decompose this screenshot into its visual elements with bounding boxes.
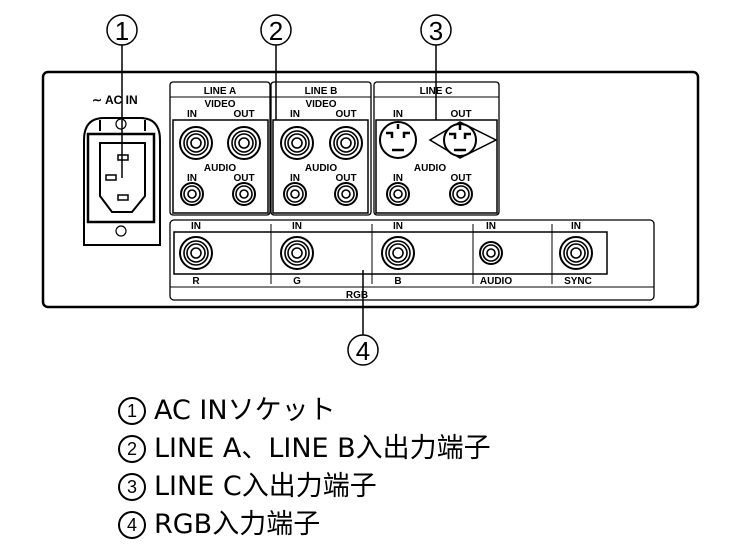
svideo-out-connector-icon (428, 121, 498, 159)
legend-marker: 1 (118, 397, 146, 425)
line-a-video-in-label: IN (187, 109, 197, 120)
svideo-in-connector-icon (379, 121, 417, 159)
line-b-title: LINE B (305, 86, 338, 97)
legend-item-2: 2 LINE A、LINE B入出力端子 (118, 430, 491, 468)
bnc-video-jack-icon (179, 126, 213, 160)
legend-text: LINE A、LINE B入出力端子 (154, 433, 491, 464)
line-c-audio-label: AUDIO (414, 163, 446, 174)
bnc-rgb-jack-icon (381, 236, 415, 270)
rgb-audio-in-label: IN (486, 221, 496, 232)
line-a-video-label: VIDEO (204, 99, 235, 110)
legend: 1 AC INソケット 2 LINE A、LINE B入出力端子 3 LINE C入出… (118, 392, 491, 544)
rgb-audio-label: AUDIO (480, 276, 512, 287)
line-a-audio-in-label: IN (187, 173, 197, 184)
rgb-title: RGB (346, 290, 368, 301)
bnc-rgb-jack-icon (280, 236, 314, 270)
line-b-group: LINE B VIDEO IN OUT AUDIO IN OUT (270, 81, 372, 216)
legend-text: LINE C入出力端子 (154, 471, 377, 502)
line-a-title: LINE A (204, 86, 236, 97)
rca-audio-jack-icon (334, 182, 358, 206)
bnc-rgb-jack-icon (179, 236, 213, 270)
rca-audio-jack-icon (180, 182, 204, 206)
rgb-g-label: G (293, 276, 301, 287)
rgb-sync-in-label: IN (571, 221, 581, 232)
legend-text: AC INソケット (154, 395, 336, 426)
rgb-b-label: B (394, 276, 401, 287)
bnc-video-jack-icon (329, 126, 363, 160)
line-b-video-label: VIDEO (305, 99, 336, 110)
rgb-g-in-label: IN (292, 221, 302, 232)
legend-item-1: 1 AC INソケット (118, 392, 491, 430)
line-a-group: LINE A VIDEO IN OUT AUDIO IN OUT (169, 81, 271, 216)
callout-4: 4 (347, 270, 379, 366)
rca-audio-jack-icon (283, 182, 307, 206)
line-a-video-out-label: OUT (233, 109, 254, 120)
legend-marker: 3 (118, 473, 146, 501)
legend-item-3: 3 LINE C入出力端子 (118, 468, 491, 506)
rca-audio-jack-icon (232, 182, 256, 206)
callout-1: 1 (106, 14, 138, 178)
rgb-r-in-label: IN (191, 221, 201, 232)
callout-3: 3 (420, 14, 452, 120)
line-a-audio-label: AUDIO (204, 163, 236, 174)
bnc-rgb-jack-icon (559, 236, 593, 270)
rca-rgb-audio-jack-icon (479, 241, 503, 265)
rgb-sync-label: SYNC (564, 276, 592, 287)
legend-item-4: 4 RGB入力端子 (118, 506, 491, 544)
callout-3-number: 3 (429, 16, 443, 46)
line-c-audio-out-label: OUT (450, 173, 471, 184)
line-b-audio-out-label: OUT (335, 173, 356, 184)
ac-inlet-icon (83, 117, 161, 246)
legend-marker: 2 (118, 435, 146, 463)
rca-audio-jack-icon (386, 182, 410, 206)
line-c-video-out-label: OUT (450, 109, 471, 120)
line-b-audio-in-label: IN (290, 173, 300, 184)
ac-in-label: ∼ AC IN (92, 93, 138, 107)
callout-2: 2 (260, 14, 292, 120)
line-b-video-in-label: IN (290, 109, 300, 120)
line-a-audio-out-label: OUT (233, 173, 254, 184)
callout-4-number: 4 (356, 336, 370, 366)
callout-1-number: 1 (115, 16, 129, 46)
rgb-r-label: R (192, 276, 200, 287)
bnc-video-jack-icon (280, 126, 314, 160)
line-c-video-in-label: IN (393, 109, 403, 120)
rgb-group: RGB IN IN IN IN IN R G B AUDIO SYNC (169, 219, 655, 301)
line-c-audio-in-label: IN (393, 173, 403, 184)
legend-marker: 4 (118, 511, 146, 539)
bnc-video-jack-icon (227, 126, 261, 160)
rca-audio-jack-icon (449, 182, 473, 206)
callout-2-number: 2 (269, 16, 283, 46)
legend-text: RGB入力端子 (154, 509, 321, 540)
rgb-b-in-label: IN (393, 221, 403, 232)
line-c-group: LINE C IN OUT AUDIO IN OUT (373, 81, 500, 216)
line-b-video-out-label: OUT (335, 109, 356, 120)
line-b-audio-label: AUDIO (305, 163, 337, 174)
